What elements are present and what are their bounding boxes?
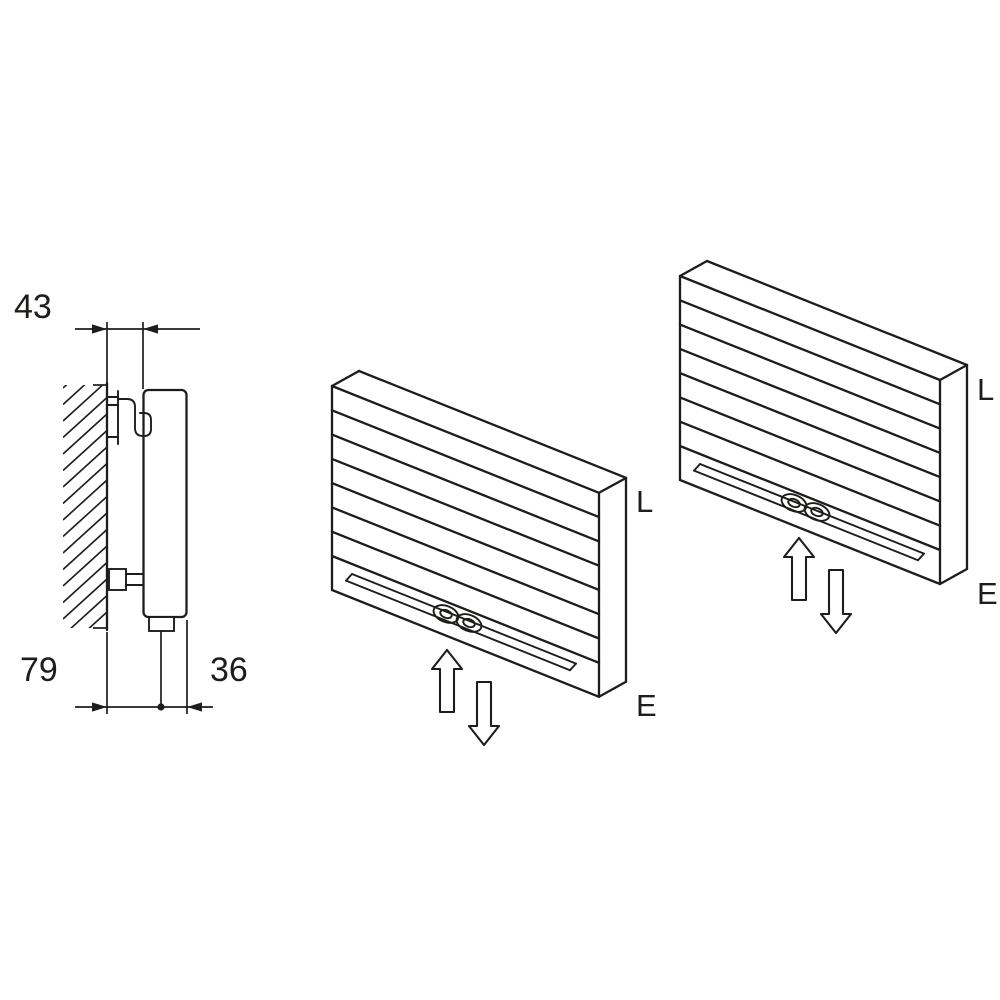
wall-face (93, 381, 109, 632)
pipe-connection-collars (780, 493, 831, 522)
side-view: 43 79 36 (14, 288, 248, 714)
flow-down-arrow (819, 568, 853, 635)
dim-label-79: 79 (20, 651, 58, 689)
wall-hatching (63, 385, 107, 628)
dim-arrow (92, 702, 107, 712)
dim-arrow (187, 702, 202, 712)
label-l-right: L (977, 372, 994, 407)
mounting-bracket-top (106, 390, 152, 445)
dim-label-43: 43 (14, 288, 52, 326)
flow-up-arrow (430, 648, 464, 714)
label-e-middle: E (636, 688, 657, 723)
radiator-outline (330, 369, 628, 698)
dim-arrow (92, 324, 107, 334)
dim-arrow (143, 324, 158, 334)
radiator-isometric-middle: L E (330, 369, 657, 747)
dim-point (157, 703, 165, 711)
mounting-bracket-bottom (108, 568, 144, 591)
bottom-valve-and-pipe (148, 616, 175, 709)
dimension-bottom-79-36: 79 36 (20, 620, 248, 714)
dim-label-36: 36 (210, 651, 248, 689)
bottom-connection-channel (345, 573, 577, 672)
flow-up-arrow (782, 536, 816, 602)
radiator-side-profile (142, 388, 188, 619)
flow-down-arrow (467, 680, 501, 747)
dimension-top-43: 43 (14, 288, 200, 389)
radiator-slats (330, 409, 601, 664)
radiator-isometric-right: L E (678, 259, 998, 635)
bottom-connection-channel (693, 463, 925, 562)
label-e-right: E (977, 576, 998, 611)
pipe-connection-collars (432, 604, 483, 633)
radiator-slats (678, 299, 942, 552)
label-l-middle: L (636, 484, 653, 519)
